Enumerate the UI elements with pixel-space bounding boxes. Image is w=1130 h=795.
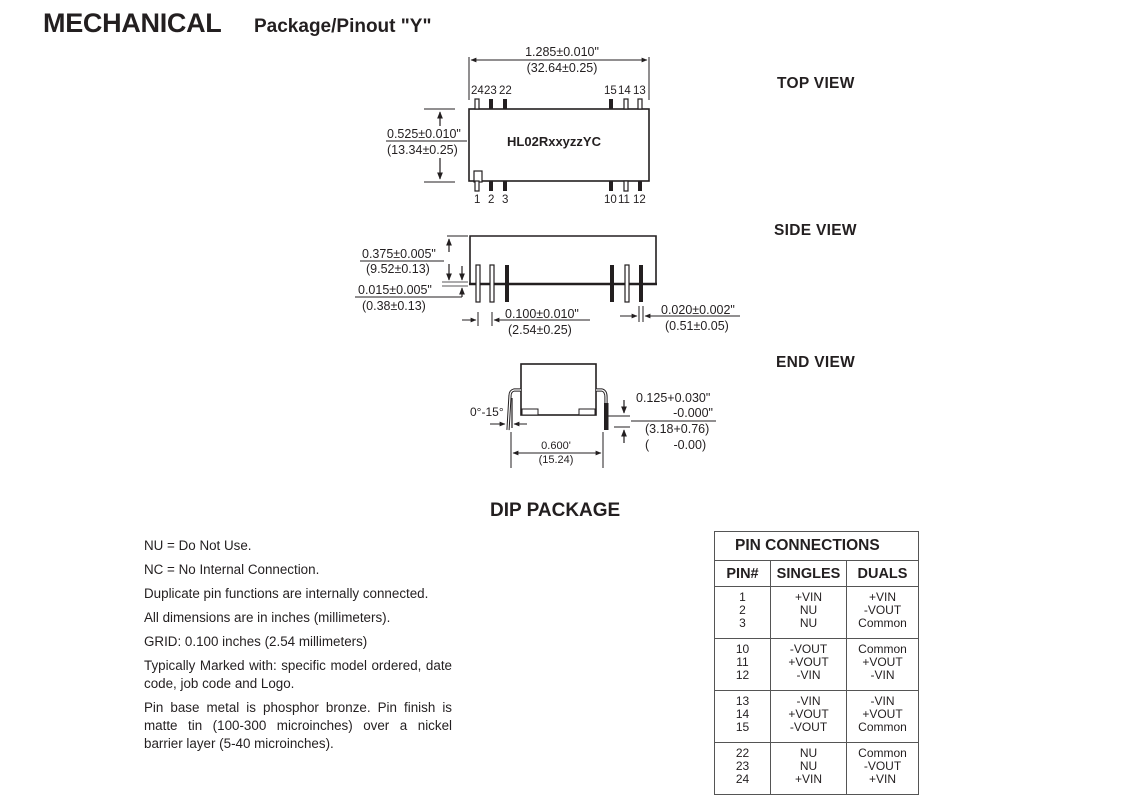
- side-pin-width-in: 0.020±0.002": [661, 303, 735, 317]
- package-body-top: [468, 108, 650, 182]
- side-height-mm: (9.52±0.13): [366, 262, 430, 276]
- pin-label: 1: [474, 194, 480, 206]
- end-spacing-in: 0.600': [541, 440, 571, 452]
- dip-package-label: DIP PACKAGE: [490, 500, 621, 521]
- column-header-singles: SINGLES: [770, 560, 847, 587]
- side-view-label: SIDE VIEW: [774, 222, 857, 239]
- side-pitch-mm: (2.54±0.25): [508, 323, 572, 337]
- end-pin-length-in-1: 0.125+0.030": [636, 391, 710, 405]
- page-title: MECHANICAL: [43, 8, 222, 38]
- end-angle: 0°-15°: [470, 405, 504, 419]
- side-standoff-in: 0.015±0.005": [358, 283, 432, 297]
- side-standoff-mm: (0.38±0.13): [362, 299, 426, 313]
- pin-label: 11: [618, 194, 630, 206]
- page-subtitle: Package/Pinout "Y": [254, 16, 432, 37]
- pin1-marker: [473, 170, 483, 183]
- table-caption: PIN CONNECTIONS: [714, 531, 919, 561]
- end-pin-length-mm-1: (3.18+0.76): [645, 422, 709, 436]
- note: GRID: 0.100 inches (2.54 millimeters): [144, 634, 368, 649]
- pin-label: 12: [633, 194, 646, 206]
- note: All dimensions are in inches (millimeter…: [144, 610, 391, 625]
- part-marking: HL02RxxyzzYC: [507, 134, 602, 149]
- top-height-in: 0.525±0.010": [387, 127, 461, 141]
- side-view-drawing: 0.375±0.005" (9.52±0.13) 0.015±0.005" (0…: [355, 235, 740, 337]
- mechanical-drawing: 1.285±0.010" (32.64±0.25) HL02RxxyzzYC 2…: [355, 45, 740, 468]
- top-height-mm: (13.34±0.25): [387, 143, 458, 157]
- side-height-in: 0.375±0.005": [362, 247, 436, 261]
- note: Pin base metal is phosphor bronze. Pin f…: [144, 700, 452, 751]
- column-header-pin: PIN#: [714, 560, 771, 587]
- pin-label: 14: [618, 85, 631, 97]
- notes: NU = Do Not Use. NC = No Internal Connec…: [144, 537, 452, 759]
- side-pin-width-mm: (0.51±0.05): [665, 319, 729, 333]
- end-view-drawing: 0°-15° 0.600' (15.24) 0.125+0.030" -0.00…: [470, 363, 716, 468]
- pin-label: 2: [488, 194, 494, 206]
- end-spacing-mm: (15.24): [539, 454, 574, 466]
- pin-label: 24: [471, 85, 484, 97]
- side-pitch-in: 0.100±0.010": [505, 307, 579, 321]
- pin-label: 13: [633, 85, 646, 97]
- top-view-label: TOP VIEW: [777, 75, 855, 92]
- pin-label: 22: [499, 85, 512, 97]
- pin-label: 3: [502, 194, 508, 206]
- pin-label: 15: [604, 85, 617, 97]
- pin-label: 10: [604, 194, 617, 206]
- column-header-duals: DUALS: [846, 560, 919, 587]
- note: Duplicate pin functions are internally c…: [144, 586, 429, 601]
- end-pin-length-mm-2: ( -0.00): [645, 438, 706, 452]
- note: NC = No Internal Connection.: [144, 562, 320, 577]
- note: NU = Do Not Use.: [144, 538, 252, 553]
- pin-label: 23: [484, 85, 497, 97]
- end-view-label: END VIEW: [776, 354, 856, 371]
- top-width-mm: (32.64±0.25): [527, 61, 598, 75]
- end-pin-length-in-2: -0.000": [673, 406, 713, 420]
- note: Typically Marked with: specific model or…: [144, 658, 452, 691]
- top-width-in: 1.285±0.010": [525, 45, 599, 59]
- top-view-drawing: 1.285±0.010" (32.64±0.25) HL02RxxyzzYC 2…: [386, 45, 650, 206]
